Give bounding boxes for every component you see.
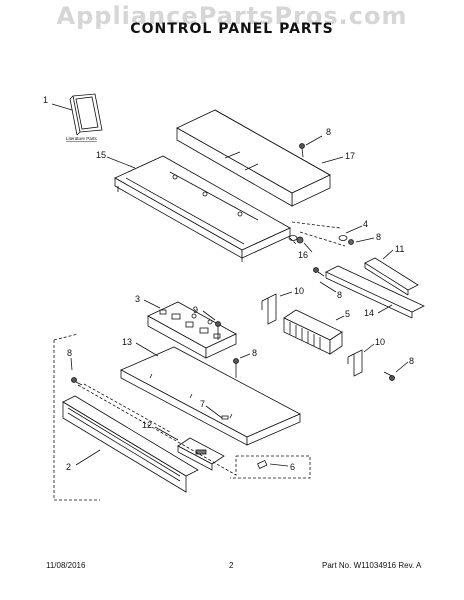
vent-cover-part <box>176 109 331 207</box>
rail-part <box>313 265 425 319</box>
control-board-part <box>147 301 237 359</box>
callout-1: 1 <box>43 95 48 105</box>
mount-bracket-part <box>347 349 395 381</box>
callout-17: 17 <box>345 151 355 161</box>
callout-14: 14 <box>364 308 374 318</box>
page-title: CONTROL PANEL PARTS <box>130 21 334 37</box>
screw-part <box>71 377 83 386</box>
callout-8: 8 <box>376 232 381 242</box>
callout-10: 10 <box>375 337 385 347</box>
touch-module-part <box>177 437 225 471</box>
screw-part <box>215 321 221 340</box>
screw-part <box>233 358 239 378</box>
screw-part <box>299 143 305 158</box>
watermark: AppliancePartsPros.com <box>56 2 408 30</box>
fastener-cluster <box>288 235 354 245</box>
callout-6: 6 <box>290 462 295 472</box>
callout-16: 16 <box>298 250 308 260</box>
callout-8: 8 <box>252 348 257 358</box>
callout-8: 8 <box>409 356 414 366</box>
callout-9: 9 <box>193 305 198 315</box>
callout-7: 7 <box>200 399 205 409</box>
callout-3: 3 <box>135 294 140 304</box>
footer-page: 2 <box>229 561 234 570</box>
front-panel-part <box>62 395 199 493</box>
callout-5: 5 <box>345 309 350 319</box>
clip-part <box>221 415 229 420</box>
blower-fan-part <box>283 309 343 355</box>
callout-4: 4 <box>363 219 368 229</box>
callout-15: 15 <box>96 150 106 160</box>
literature-booklet-part <box>69 93 103 136</box>
mount-bracket-part <box>261 293 277 325</box>
callout-8: 8 <box>67 348 72 358</box>
callout-2: 2 <box>66 462 71 472</box>
footer-part-number: Part No. W11034916 Rev. A <box>322 561 422 570</box>
end-cap-part <box>256 459 268 469</box>
callout-8: 8 <box>326 127 331 137</box>
footer-date: 11/08/2016 <box>46 561 86 570</box>
callout-13: 13 <box>122 337 132 347</box>
control-tray-part <box>114 155 291 262</box>
callout-11: 11 <box>395 244 404 254</box>
bracket-part <box>364 257 419 296</box>
callout-10: 10 <box>294 286 304 296</box>
control-plate-part <box>120 346 301 446</box>
literature-label: Literature Parts <box>66 136 98 141</box>
callout-12: 12 <box>142 420 152 430</box>
callout-8: 8 <box>337 290 342 300</box>
